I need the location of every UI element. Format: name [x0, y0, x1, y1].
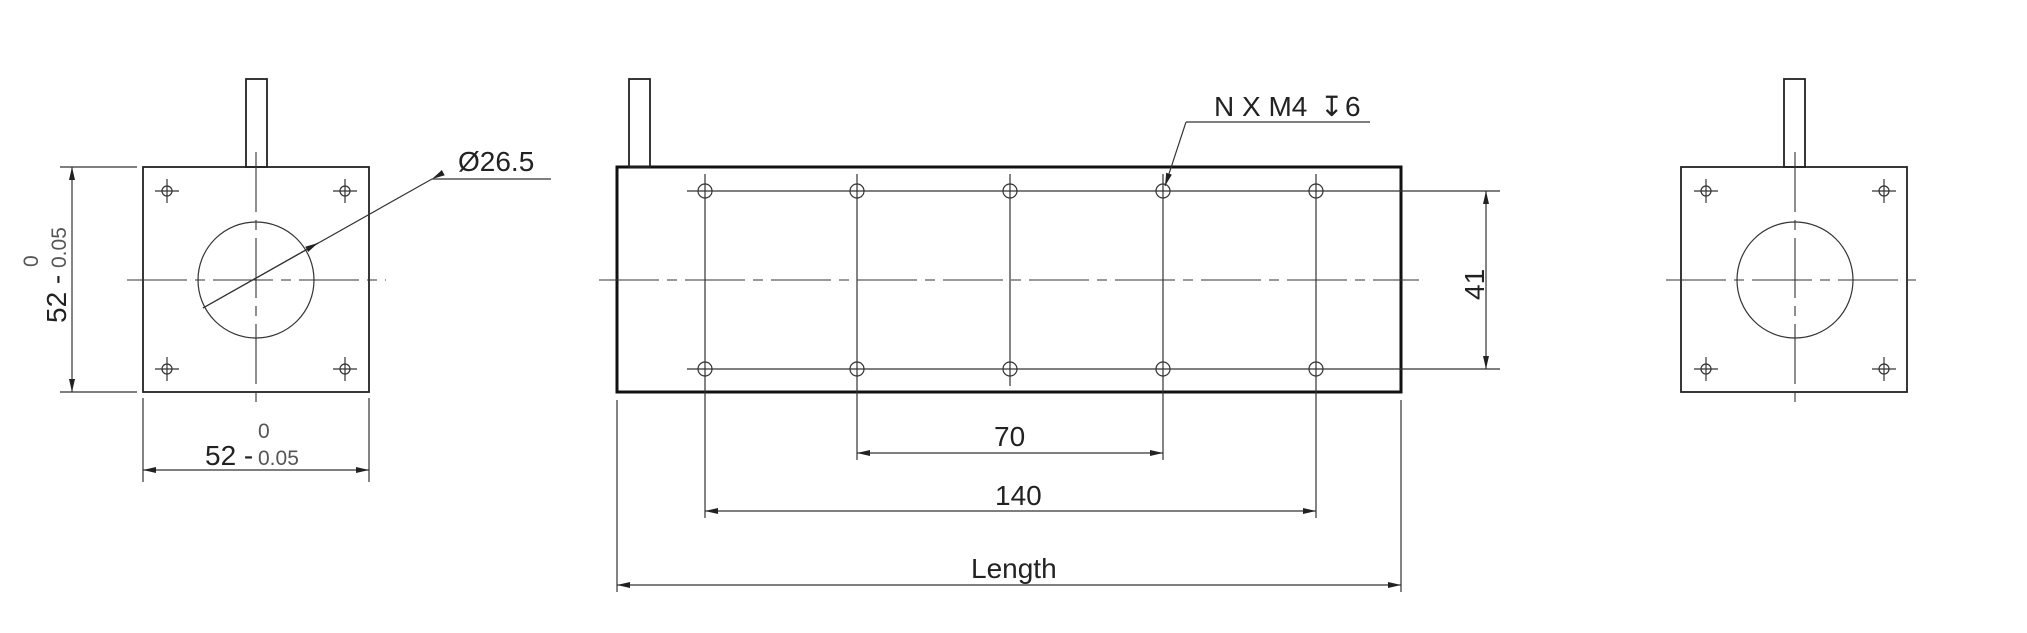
front-mounting-holes	[697, 183, 1324, 377]
width-nominal: 52 -	[205, 440, 253, 471]
hole-callout: N X M4 ↧ 6	[1164, 91, 1370, 187]
diameter-dimension: Ø26.5	[202, 146, 551, 309]
hole-depth-value: 6	[1345, 91, 1361, 122]
diameter-label: Ø26.5	[458, 146, 534, 177]
front-shaft-stub	[628, 78, 651, 168]
dim-70-label: 70	[994, 421, 1025, 452]
height-dimension: 52 - 0.05 0	[20, 166, 137, 393]
width-dimension: 0 52 - 0.05	[142, 398, 370, 482]
width-tol-lower: 0.05	[258, 447, 299, 470]
front-hole-columns	[704, 174, 1317, 518]
right-corner-holes	[1694, 179, 1896, 381]
height-tol-upper: 0	[20, 255, 43, 267]
hole-callout-label: N X M4	[1214, 91, 1307, 122]
width-tol-upper: 0	[258, 420, 270, 443]
height-tol-lower: 0.05	[48, 227, 71, 268]
dim-70: 70	[857, 421, 1163, 456]
dim-41: 41	[1459, 191, 1490, 369]
right-end-view	[1666, 78, 1924, 408]
dim-140-label: 140	[995, 480, 1042, 511]
dim-length: Length	[616, 400, 1402, 592]
height-nominal: 52 -	[41, 275, 72, 323]
left-corner-holes	[155, 179, 357, 381]
dim-41-label: 41	[1459, 269, 1490, 300]
hole-depth-symbol: ↧	[1320, 91, 1343, 122]
dim-length-label: Length	[971, 553, 1057, 584]
left-end-view: Ø26.5 52 - 0.05 0 0 52 - 0.05	[20, 78, 551, 482]
front-view: N X M4 ↧ 6 41 70 140 Length	[599, 78, 1500, 592]
dim-140: 140	[705, 480, 1316, 514]
